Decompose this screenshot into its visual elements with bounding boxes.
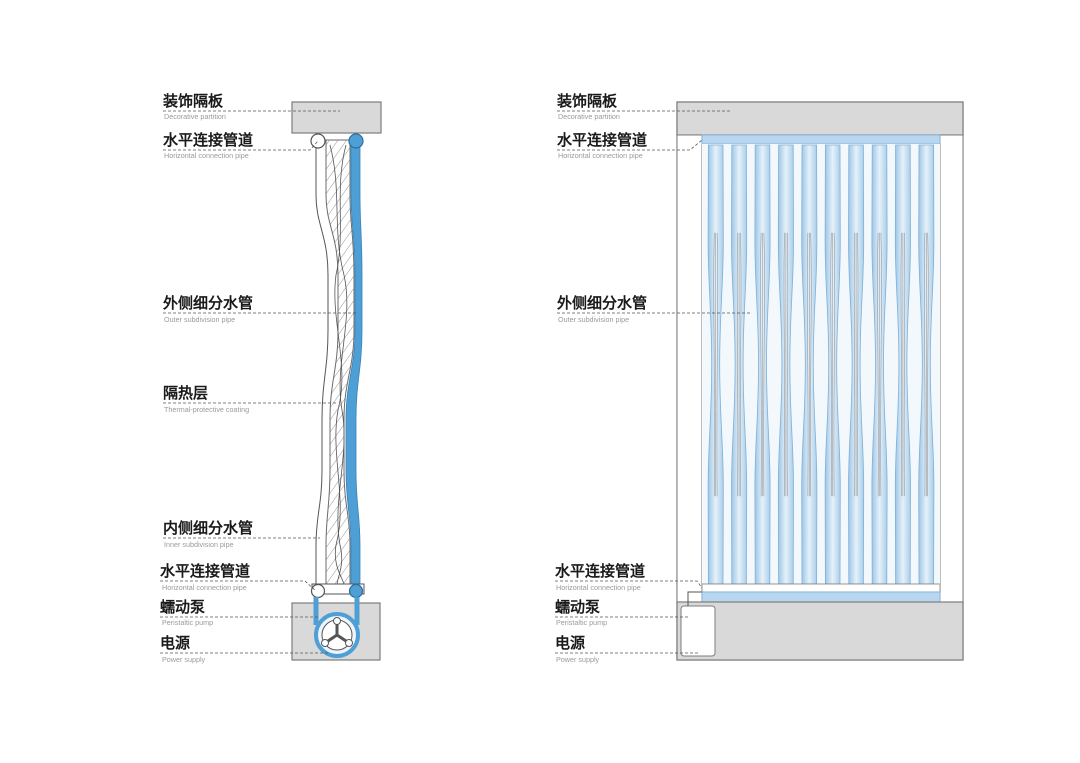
top-connection-pipe-right [348, 133, 364, 149]
top-connection-pipe-left [310, 133, 326, 149]
tube-inner-line [740, 232, 742, 497]
label-decorative-partition-right: 装饰隔板 Decorative partition [556, 92, 730, 121]
top-horizontal-pipe [701, 134, 941, 145]
section-labels: 装饰隔板 Decorative partition 水平连接管道 Horizon… [160, 92, 358, 664]
label-horizontal-pipe-top-left: 水平连接管道 Horizontal connection pipe [163, 131, 319, 160]
label-cn: 装饰隔板 [162, 92, 224, 110]
label-cn: 水平连接管道 [557, 131, 647, 149]
tube-inner-line [807, 232, 809, 497]
bottom-horizontal-pipe [701, 583, 941, 593]
label-en: Decorative partition [164, 112, 226, 121]
label-cn: 蠕动泵 [160, 598, 205, 616]
leader-line [557, 139, 703, 151]
label-cn: 隔热层 [163, 384, 208, 402]
tube-inner-line [760, 232, 762, 497]
outer-wall-line [315, 140, 329, 588]
label-en: Decorative partition [558, 112, 620, 121]
label-peristaltic-pump-left: 蠕动泵 Peristaltic pump [160, 598, 318, 627]
pump-box [680, 605, 716, 657]
tube-inner-line [927, 232, 929, 497]
label-outer-subdivision-right: 外侧细分水管 Outer subdivision pipe [556, 294, 750, 324]
section-view [291, 101, 382, 661]
label-en: Peristaltic pump [556, 618, 607, 627]
bottom-connection-pipe-right [348, 583, 364, 599]
label-en: Horizontal connection pipe [556, 583, 641, 592]
label-cn: 电源 [555, 634, 585, 652]
label-en: Horizontal connection pipe [162, 583, 247, 592]
label-horizontal-pipe-bottom-left: 水平连接管道 Horizontal connection pipe [160, 562, 317, 592]
label-cn: 装饰隔板 [556, 92, 618, 110]
subdivision-tubes [707, 144, 935, 585]
label-power-supply-right: 电源 Power supply [555, 634, 698, 664]
label-en: Peristaltic pump [162, 618, 213, 627]
label-inner-subdivision: 内侧细分水管 Inner subdivision pipe [163, 519, 320, 549]
label-cn: 水平连接管道 [555, 562, 645, 580]
pump-connection-line [687, 591, 702, 606]
tube-inner-line [924, 232, 926, 497]
top-partition [291, 101, 382, 134]
label-cn: 蠕动泵 [555, 598, 600, 616]
rotor-roller-2 [321, 639, 329, 647]
right-post [939, 134, 964, 603]
bottom-connection-pipe-left [310, 583, 326, 599]
label-power-supply-left: 电源 Power supply [160, 634, 330, 664]
tube-inner-line [880, 232, 882, 497]
tube-inner-line [900, 232, 902, 497]
rotor-roller-3 [345, 639, 353, 647]
label-thermal-coating: 隔热层 Thermal-protective coating [163, 384, 338, 414]
base-partition [676, 601, 964, 661]
tube-inner-line [736, 232, 739, 497]
label-horizontal-pipe-top-right: 水平连接管道 Horizontal connection pipe [557, 131, 703, 160]
tube-inner-line [716, 232, 718, 497]
label-en: Power supply [162, 655, 206, 664]
tube-inner-line [763, 232, 765, 497]
leader-line [555, 580, 703, 589]
tube-inner-line [853, 232, 856, 497]
left-post [676, 134, 703, 603]
label-en: Thermal-protective coating [164, 405, 249, 414]
label-en: Horizontal connection pipe [164, 151, 249, 160]
label-cn: 电源 [160, 634, 190, 652]
label-en: Outer subdivision pipe [558, 315, 629, 324]
bottom-pipe-blue [701, 591, 941, 603]
label-en: Power supply [556, 655, 600, 664]
label-cn: 内侧细分水管 [163, 519, 253, 537]
tube-inner-line [786, 232, 789, 497]
label-en: Inner subdivision pipe [164, 540, 234, 549]
label-en: Outer subdivision pipe [164, 315, 235, 324]
label-en: Horizontal connection pipe [558, 151, 643, 160]
tube-inner-line [810, 232, 812, 497]
tube-inner-line [857, 232, 859, 497]
tube-inner-line [713, 232, 715, 497]
tube-inner-line [830, 232, 832, 497]
top-partition-elevation [676, 101, 964, 136]
label-outer-subdivision-left: 外侧细分水管 Outer subdivision pipe [162, 294, 358, 324]
label-cn: 水平连接管道 [160, 562, 250, 580]
label-cn: 外侧细分水管 [556, 294, 647, 312]
tube-inner-line [833, 232, 835, 497]
label-horizontal-pipe-bottom-right: 水平连接管道 Horizontal connection pipe [555, 562, 703, 592]
label-cn: 水平连接管道 [163, 131, 253, 149]
label-peristaltic-pump-right: 蠕动泵 Peristaltic pump [555, 598, 690, 627]
leader-line [160, 580, 317, 592]
rotor-roller-1 [333, 617, 341, 625]
tube-inner-line [903, 232, 906, 497]
elevation-view [676, 101, 964, 661]
tube-inner-line [783, 232, 785, 497]
label-cn: 外侧细分水管 [162, 294, 253, 312]
leader-line [163, 140, 319, 151]
core-wave-2 [334, 144, 347, 589]
label-decorative-partition-left: 装饰隔板 Decorative partition [162, 92, 340, 121]
elevation-labels: 装饰隔板 Decorative partition 水平连接管道 Horizon… [555, 92, 750, 664]
tube-inner-line [877, 232, 879, 497]
